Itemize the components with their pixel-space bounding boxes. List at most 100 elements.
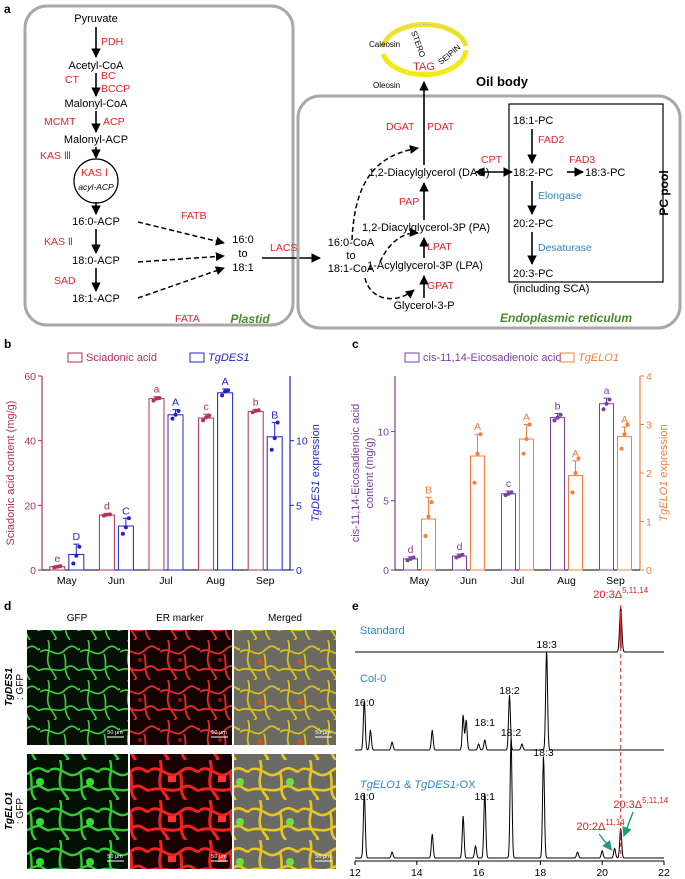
data-point xyxy=(457,554,462,559)
x-tick-label: 12 xyxy=(349,867,361,879)
x-tick-label: 16 xyxy=(473,867,485,879)
metabolite-acetyl-coa: Acetyl-CoA xyxy=(68,60,124,72)
y-tick-label: 20 xyxy=(24,500,36,512)
data-point xyxy=(506,491,511,496)
scale-bar-2: 50 μm xyxy=(211,730,227,736)
y-axis-label-line-2: content (mg/g) xyxy=(364,438,376,509)
data-point xyxy=(126,516,131,521)
data-point xyxy=(552,418,557,423)
ox-gene-2: TgDES1 xyxy=(414,779,456,791)
data-point xyxy=(558,412,563,417)
x-tick-label: May xyxy=(57,575,78,587)
enzyme-kas3: KAS Ⅲ xyxy=(40,150,71,162)
data-point xyxy=(250,410,255,415)
data-point xyxy=(604,401,609,406)
peak-label-col0-16-0: 16:0 xyxy=(354,697,375,709)
data-point xyxy=(101,513,106,518)
significance-letter: b xyxy=(253,396,259,408)
data-point xyxy=(107,512,112,517)
data-point xyxy=(204,415,209,420)
micrograph-tgelo1-er xyxy=(130,754,232,869)
y2-axis-label-gene: TgELO1 xyxy=(658,481,670,522)
data-point xyxy=(170,416,175,421)
plastid-box xyxy=(23,4,295,327)
y2-axis-label: TgDES1 expression xyxy=(310,424,322,522)
kas1-cycle xyxy=(73,158,119,204)
column-er-marker: ER marker xyxy=(156,613,204,624)
x-tick-label: 20 xyxy=(596,867,608,879)
data-point xyxy=(154,396,159,401)
bar xyxy=(501,493,516,571)
significance-letter: A xyxy=(222,376,229,388)
data-point xyxy=(223,389,228,394)
enzyme-lacs: LACS xyxy=(270,242,297,254)
tag-label: TAG xyxy=(413,61,435,73)
data-point xyxy=(573,471,578,475)
chromatogram-trace xyxy=(355,652,664,751)
x-tick-label: 14 xyxy=(411,867,423,879)
y2-axis-label-gene: TgDES1 xyxy=(310,480,322,522)
y2-tick-label: 0 xyxy=(296,565,302,577)
data-point xyxy=(52,565,57,570)
enzyme-mcmt: MCMT xyxy=(44,116,76,128)
panel-a-letter: a xyxy=(4,2,11,16)
oleosin-label: Oleosin xyxy=(373,81,400,90)
micrograph-tgdes1-merged xyxy=(234,630,336,745)
series-name-ox: TgELO1 & TgDES1-OX xyxy=(360,779,476,791)
peak-label-col0-18-2: 18:2 xyxy=(499,685,520,697)
y2-tick-label: 10 xyxy=(296,436,308,448)
enzyme-dgat: DGAT xyxy=(386,121,415,133)
coa-18-1: 18:1-CoA xyxy=(328,263,375,275)
enzyme-fata: FATA xyxy=(175,313,200,325)
metabolite-18-0-acp: 18:0-ACP xyxy=(72,255,120,267)
data-point xyxy=(625,422,630,427)
row-label-tgdes1-gfp: : GFP xyxy=(15,674,26,700)
data-point xyxy=(226,388,231,393)
pc-pool-box xyxy=(508,103,664,283)
significance-letter: A xyxy=(572,448,579,460)
chromatogram-trace xyxy=(355,607,664,653)
series-name-col0: Col-0 xyxy=(360,673,386,685)
bar xyxy=(568,474,583,571)
y-tick-label: 0 xyxy=(383,565,389,577)
peak-label-ox-20-2: 20:2Δ11,14 xyxy=(577,818,626,833)
er-label: Endoplasmic reticulum xyxy=(500,311,632,325)
metabolite-dag: 1,2-Diacylglycerol (DAG) xyxy=(368,167,489,179)
arrow-20-3 xyxy=(622,811,634,837)
significance-letter: A xyxy=(523,412,530,424)
data-point xyxy=(173,412,178,417)
y-tick-label: 10 xyxy=(377,426,389,438)
oil-body: TAG Caleosin STERO SEIPIN Oleosin Oil bo… xyxy=(369,21,529,90)
enzyme-pdh: PDH xyxy=(101,36,123,48)
significance-letter: d xyxy=(104,500,110,512)
peak-label-ox-18-3: 18:3 xyxy=(533,747,554,759)
data-point xyxy=(607,397,612,402)
data-point xyxy=(521,451,526,456)
y-tick-label: 60 xyxy=(24,371,36,383)
micrograph-tgelo1-gfp xyxy=(27,754,128,869)
row-label-tgelo1-gfp: : GFP xyxy=(15,798,26,824)
enzyme-fad3: FAD3 xyxy=(569,154,595,166)
peak-label-col0-18-3: 18:3 xyxy=(536,639,557,651)
bar xyxy=(421,518,436,571)
std-sup: 5,11,14 xyxy=(622,586,649,595)
enzyme-sad: SAD xyxy=(54,275,76,287)
data-point xyxy=(55,564,60,569)
x-tick-label: Jul xyxy=(511,575,524,587)
pool-to: to xyxy=(238,248,247,260)
panel-a: a Pyruvate Acetyl-CoA Malonyl-CoA Malony… xyxy=(4,2,682,330)
metabolite-g3p: Glycerol-3-P xyxy=(393,300,454,312)
bar xyxy=(519,438,534,571)
data-point xyxy=(475,451,480,456)
scale-bar-5: 50 μm xyxy=(211,854,227,860)
panel-b-letter: b xyxy=(4,337,11,351)
metabolite-malonyl-acp: Malonyl-ACP xyxy=(64,134,128,146)
bar xyxy=(247,411,264,571)
x-tick-label: Sep xyxy=(256,575,275,587)
data-point xyxy=(272,436,277,441)
legend-label-1: cis-11,14-Eicosadienoic acid xyxy=(423,352,562,364)
significance-letter: D xyxy=(73,531,81,543)
scale-bar-4: 50 μm xyxy=(107,854,123,860)
data-point xyxy=(527,422,532,427)
